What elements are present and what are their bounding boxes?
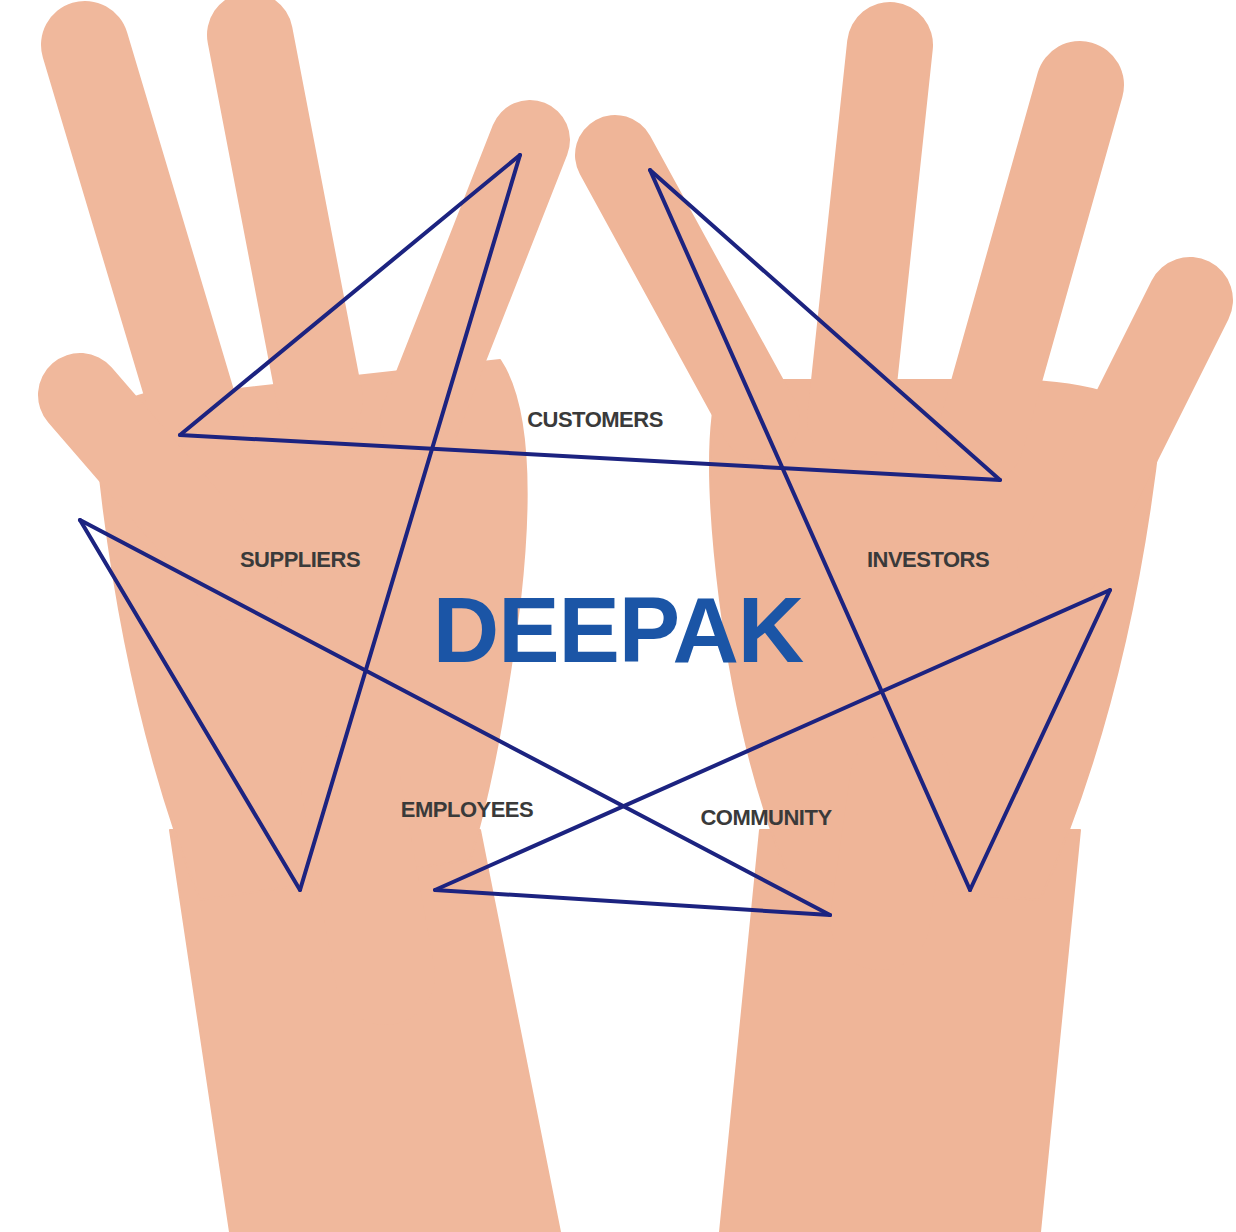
company-name: DEEPAK xyxy=(433,578,804,683)
stakeholder-label: CUSTOMERS xyxy=(527,407,663,433)
stakeholder-label: EMPLOYEES xyxy=(401,797,533,823)
stakeholder-label: INVESTORS xyxy=(867,547,989,573)
string-figure xyxy=(80,155,1110,915)
stakeholder-label: SUPPLIERS xyxy=(240,547,360,573)
stakeholder-label: COMMUNITY xyxy=(700,805,831,831)
